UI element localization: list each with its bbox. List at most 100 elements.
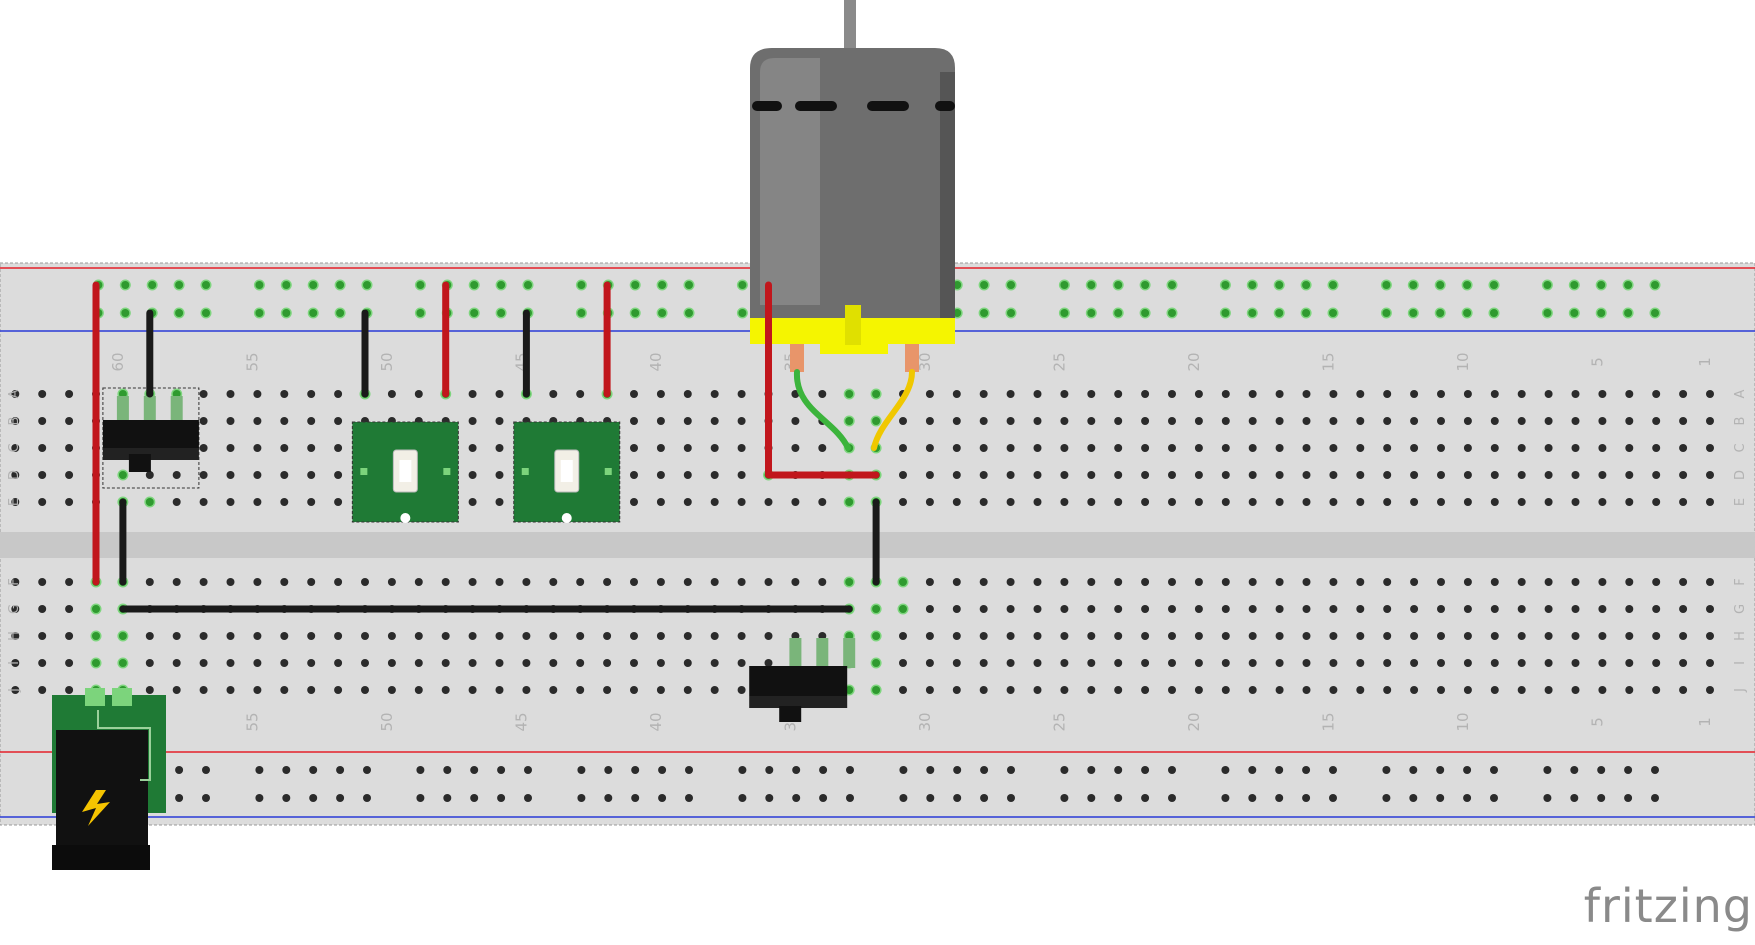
led-pad (360, 468, 368, 475)
breadboard-hole (845, 390, 854, 398)
rail-hole (282, 309, 291, 317)
breadboard-hole (307, 471, 316, 479)
breadboard-hole (334, 471, 343, 479)
breadboard-hole (1652, 417, 1661, 425)
breadboard-hole (952, 686, 961, 694)
rail-hole (524, 281, 532, 289)
rail-hole (121, 281, 130, 289)
breadboard-hole (899, 417, 907, 425)
breadboard-hole (1706, 632, 1714, 640)
rail-hole (1275, 309, 1284, 317)
rail-hole (1490, 281, 1498, 289)
rail-hole (255, 309, 264, 317)
breadboard-hole (495, 390, 504, 398)
breadboard-hole (1490, 390, 1499, 398)
breadboard-hole (1114, 498, 1123, 506)
breadboard-hole (1302, 686, 1311, 694)
breadboard-hole (1060, 686, 1069, 694)
breadboard-hole (522, 632, 531, 640)
breadboard-hole (1248, 417, 1257, 425)
switch-pin (143, 396, 156, 422)
column-number-bottom: 55 (243, 712, 261, 731)
breadboard-hole (11, 471, 20, 479)
breadboard-hole (1221, 659, 1230, 667)
breadboard-hole (952, 444, 961, 452)
rail-hole (1382, 794, 1391, 802)
rail-hole (1141, 794, 1150, 802)
breadboard-hole (656, 659, 665, 667)
rail-hole (577, 281, 586, 289)
breadboard-hole (979, 417, 988, 425)
breadboard-hole (1114, 390, 1123, 398)
column-number-top: 30 (916, 352, 934, 371)
rail-hole (738, 794, 747, 802)
rail-hole (765, 794, 774, 802)
rail-hole (1007, 766, 1015, 774)
breadboard-hole (307, 659, 316, 667)
breadboard-hole (872, 390, 881, 398)
rail-hole (282, 281, 291, 289)
breadboard-hole (334, 498, 343, 506)
rail-hole (1007, 281, 1015, 289)
breadboard-hole (899, 498, 907, 506)
rail-hole (363, 766, 371, 774)
row-letter-left: H (7, 631, 22, 641)
rail-hole (738, 281, 747, 289)
breadboard-hole (1517, 659, 1526, 667)
breadboard-hole (603, 659, 612, 667)
breadboard-hole (1356, 498, 1365, 506)
jack-pad (85, 688, 105, 706)
breadboard-hole (1490, 444, 1499, 452)
breadboard-hole (1302, 444, 1311, 452)
breadboard-hole (468, 578, 477, 586)
breadboard-hole (11, 417, 20, 425)
rail-hole (336, 766, 345, 774)
switch-base (749, 696, 848, 708)
breadboard-hole (1463, 578, 1472, 586)
breadboard-hole (1679, 686, 1688, 694)
breadboard-hole (710, 471, 719, 479)
column-number-top: 15 (1319, 352, 1337, 371)
column-number-bottom: 15 (1319, 712, 1337, 731)
breadboard-hole (145, 686, 154, 694)
breadboard-hole (199, 390, 208, 398)
motor-cap-tab (820, 342, 888, 354)
rail-hole (846, 794, 854, 802)
breadboard-hole (1571, 390, 1580, 398)
rail-hole (336, 794, 345, 802)
breadboard-hole (1248, 444, 1257, 452)
rail-hole (1141, 309, 1150, 317)
breadboard-hole (387, 659, 396, 667)
breadboard-hole (468, 632, 477, 640)
breadboard-hole (979, 632, 988, 640)
breadboard-hole (145, 578, 154, 586)
breadboard-hole (630, 471, 638, 479)
breadboard-hole (952, 659, 961, 667)
breadboard-hole (1194, 659, 1203, 667)
breadboard-hole (1383, 659, 1392, 667)
breadboard-hole (630, 498, 638, 506)
breadboard-hole (764, 632, 773, 640)
breadboard-hole (1598, 498, 1607, 506)
breadboard-hole (118, 659, 127, 667)
breadboard-hole (791, 498, 800, 506)
mount-hole (400, 513, 411, 523)
rail-hole (1275, 794, 1284, 802)
breadboard-hole (576, 659, 585, 667)
breadboard-hole (656, 686, 665, 694)
breadboard-hole (65, 498, 74, 506)
rail-hole (202, 309, 210, 317)
breadboard-hole (899, 605, 907, 613)
breadboard-hole (1302, 605, 1311, 613)
rail-hole (631, 281, 640, 289)
breadboard-hole (710, 632, 719, 640)
breadboard-hole (818, 498, 827, 506)
breadboard-hole (1544, 632, 1553, 640)
breadboard-hole (1168, 686, 1176, 694)
breadboard-hole (1302, 632, 1311, 640)
breadboard-hole (1706, 471, 1714, 479)
breadboard-hole (845, 578, 854, 586)
breadboard-hole (307, 498, 316, 506)
rail-hole (1543, 281, 1552, 289)
breadboard-hole (1141, 686, 1150, 694)
